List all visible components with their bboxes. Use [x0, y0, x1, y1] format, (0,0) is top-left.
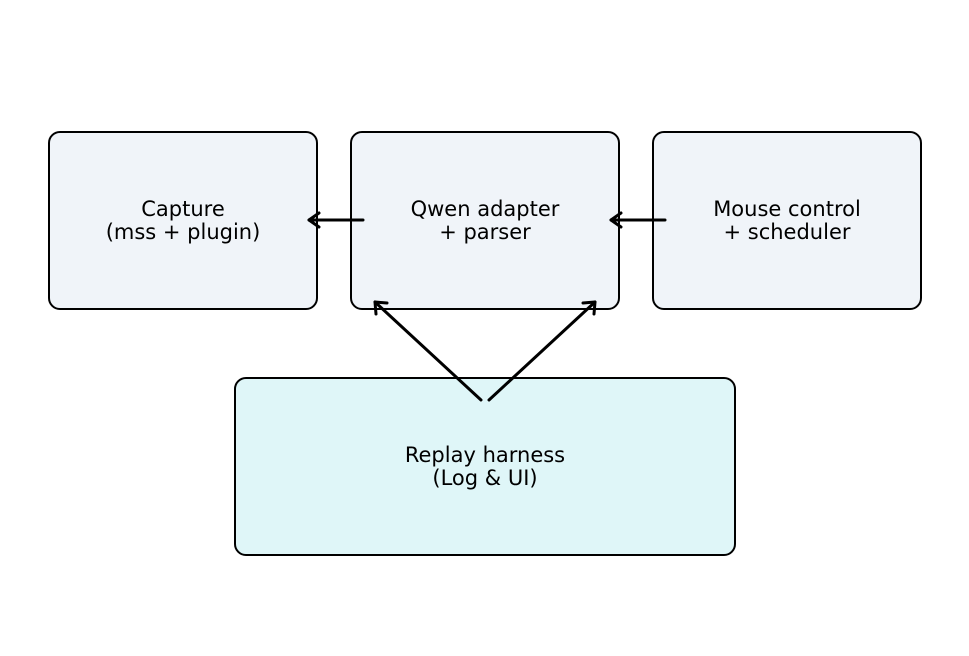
qwen-adapter-node-title: Qwen adapter: [410, 196, 560, 221]
qwen-adapter-node: Qwen adapter + parser: [350, 131, 620, 310]
mouse-control-node-subtitle: + scheduler: [723, 219, 851, 244]
mouse-control-node: Mouse control + scheduler: [652, 131, 922, 310]
capture-node-subtitle: (mss + plugin): [105, 219, 261, 244]
replay-harness-node-label: Replay harness (Log & UI): [404, 442, 566, 490]
replay-harness-node: Replay harness (Log & UI): [234, 377, 736, 556]
replay-harness-node-title: Replay harness: [404, 442, 566, 467]
replay-harness-node-subtitle: (Log & UI): [432, 465, 538, 490]
capture-node-title: Capture: [141, 196, 225, 221]
qwen-adapter-node-label: Qwen adapter + parser: [410, 196, 560, 244]
mouse-control-node-label: Mouse control + scheduler: [713, 196, 861, 244]
qwen-adapter-node-subtitle: + parser: [439, 219, 531, 244]
mouse-control-node-title: Mouse control: [713, 196, 861, 221]
capture-node: Capture (mss + plugin): [48, 131, 318, 310]
capture-node-label: Capture (mss + plugin): [105, 196, 261, 244]
